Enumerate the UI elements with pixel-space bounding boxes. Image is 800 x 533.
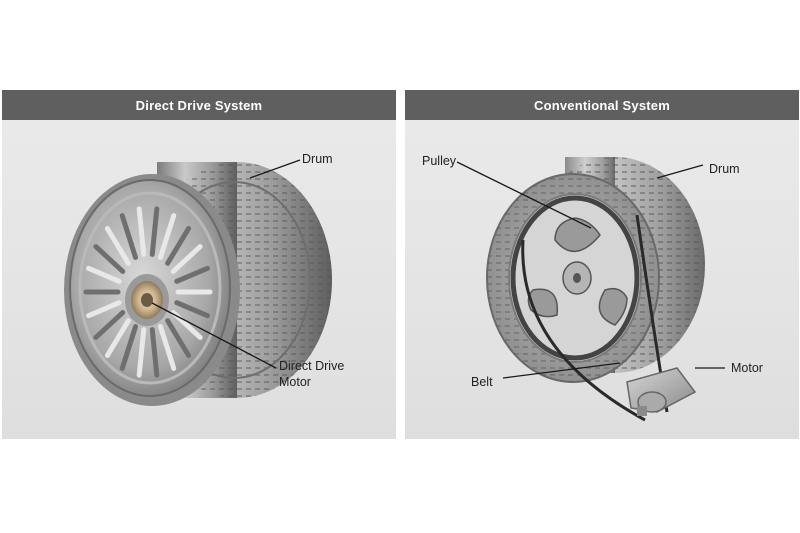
leader-line-belt	[502, 362, 621, 379]
panel-conventional: Conventional System	[405, 90, 799, 439]
label-drum: Drum	[709, 162, 740, 176]
rotor-spoke	[136, 327, 147, 378]
leader-line-drum	[656, 164, 704, 179]
rotor-spoke	[86, 300, 122, 319]
leader-line-pulley	[456, 161, 592, 229]
rotor-spoke	[174, 300, 210, 319]
rotor-spoke	[104, 318, 131, 358]
leader-line-direct-drive-motor	[151, 302, 277, 369]
rotor-spoke	[93, 244, 126, 274]
direct-drive-illustration	[64, 159, 332, 406]
rotor-spoke	[136, 206, 147, 257]
label-drum: Drum	[302, 152, 333, 166]
rotor-spoke	[93, 310, 126, 340]
rotor-spoke	[157, 324, 177, 371]
rotor-spoke	[165, 318, 192, 358]
direct-drive-motor-hub	[125, 274, 169, 326]
rotor-spoke	[174, 265, 210, 284]
rotor-spoke	[165, 226, 192, 266]
rotor-spoke	[104, 226, 131, 266]
label-motor: Motor	[279, 375, 311, 389]
label-pulley: Pulley	[422, 154, 457, 168]
label-belt: Belt	[471, 375, 493, 389]
rotor-spoke	[157, 213, 177, 260]
conventional-illustration	[456, 157, 725, 422]
leader-line-drum	[249, 159, 301, 179]
rotor-spoke	[119, 213, 139, 260]
rotor-spoke	[149, 206, 160, 257]
motor-unit	[626, 367, 697, 416]
panel-title-conventional: Conventional System	[405, 90, 799, 120]
label-direct-drive: Direct Drive	[279, 359, 345, 373]
label-motor: Motor	[731, 361, 763, 375]
panel-direct-drive: Direct Drive System	[2, 90, 396, 439]
panel-title-direct-drive: Direct Drive System	[2, 90, 396, 120]
rotor-spoke	[170, 244, 203, 274]
rotor-spokes	[83, 206, 213, 378]
rotor-spoke	[149, 327, 160, 378]
rotor-spoke	[86, 265, 122, 284]
rotor-spoke	[119, 324, 139, 371]
